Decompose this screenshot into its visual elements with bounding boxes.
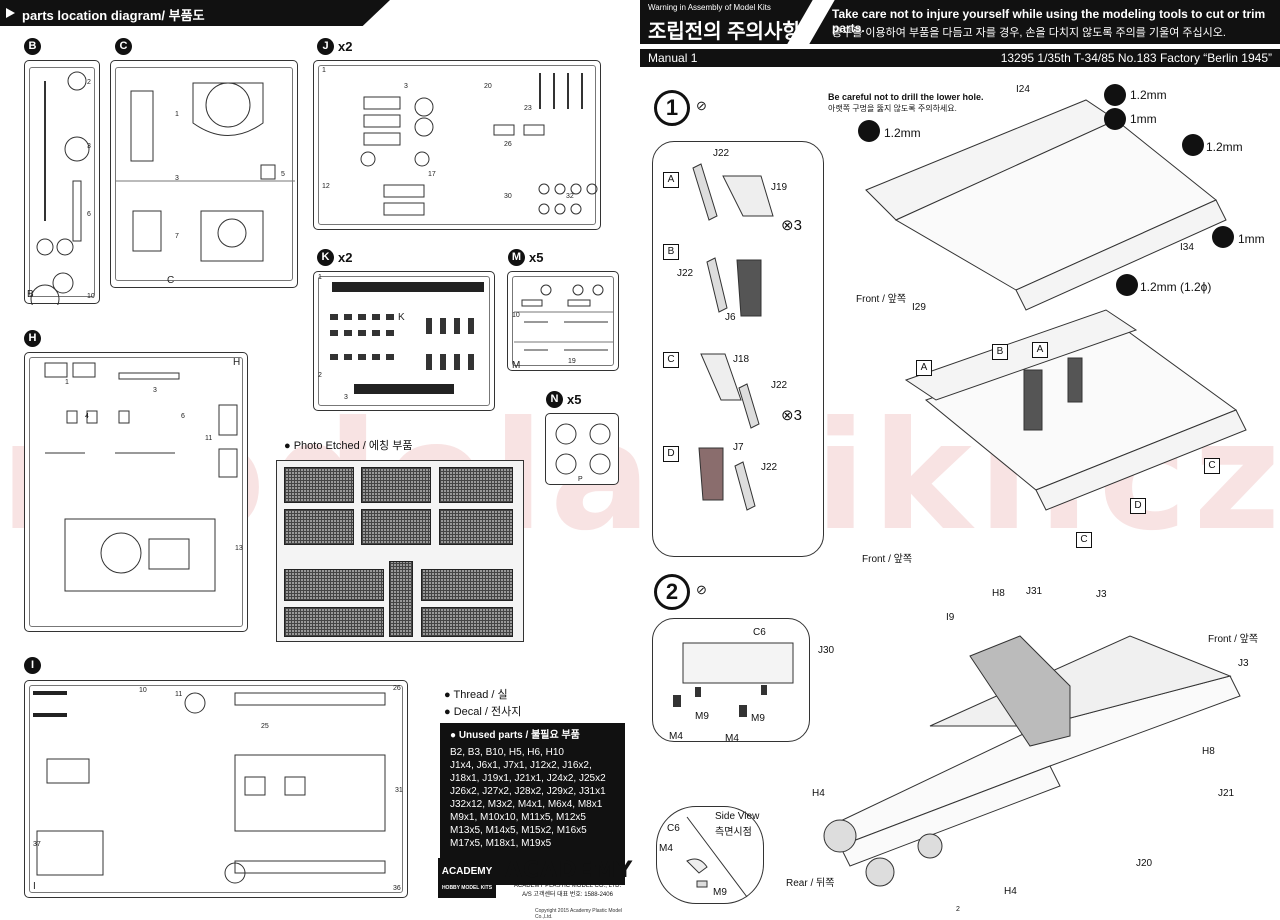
step-2-detail-panel: C6 M9 M9 M4 M4: [652, 618, 810, 744]
photo-etched-fret: [276, 460, 524, 642]
step-1-subassembly-parts: [692, 163, 774, 511]
drill-icon: [1182, 134, 1204, 156]
step-1-hull-drawing: [865, 99, 1247, 511]
photo-etched-label: ● Photo Etched / 에칭 부품: [284, 440, 413, 452]
sprue-j-parts: [360, 73, 598, 216]
sprue-i-label: I: [24, 657, 41, 674]
step-2-detail-parts: [673, 642, 794, 717]
side-view-parts: [686, 816, 748, 898]
step-2-hull-drawing: [823, 635, 1241, 887]
assembly-page: Warning in Assembly of Model Kits 조립전의 주…: [640, 0, 1280, 916]
drill-icon: [1104, 108, 1126, 130]
step-1-number: 1: [654, 90, 690, 126]
sprue-i: I 10 11 26 25 31 36 37: [24, 680, 408, 898]
sprue-m-parts: [514, 284, 614, 351]
sprue-m: 10 M 19: [507, 271, 619, 371]
sprue-h-parts: [44, 362, 238, 592]
glue-icon: ⊘: [696, 98, 707, 113]
page-number: 2: [956, 906, 960, 913]
sprue-k: 1 K 2 3: [313, 271, 495, 411]
sprue-h-label: H: [24, 330, 41, 347]
drill-icon: [1212, 226, 1234, 248]
sprue-h: H 1 3 4 6 11 13: [24, 352, 248, 632]
copyright: Copyright 2015 Academy Plastic Model Co.…: [535, 908, 622, 920]
drill-icon: [858, 120, 880, 142]
step-2-number: 2: [654, 574, 690, 610]
sprue-n: P: [545, 413, 619, 485]
parts-page: parts location diagram/ 부품도 B B 2 3 6 10…: [0, 0, 636, 920]
academy-badge: ACADEMY HOBBY MODEL KITS: [438, 858, 496, 898]
manual-bar: Manual 1 13295 1/35th T-34/85 No.183 Fac…: [640, 49, 1280, 67]
triangle-icon: [6, 8, 15, 18]
x3-mark: ⊗3: [781, 407, 802, 424]
sprue-j: 1 3 20 23 12 17 26 30 32: [313, 60, 601, 230]
glue-icon: ⊘: [696, 582, 707, 597]
x3-mark: ⊗3: [781, 217, 802, 234]
academy-logo: ACADEMY ACADEMY PLASTIC MODEL CO., LTD. …: [505, 858, 634, 898]
sprue-i-parts: [33, 691, 386, 884]
sprue-b-label: B: [24, 38, 41, 55]
sprue-b-parts: [30, 71, 90, 305]
warning-header: Warning in Assembly of Model Kits 조립전의 주…: [640, 0, 1280, 44]
parts-header-title: parts location diagram/ 부품도: [22, 8, 205, 23]
sprue-k-parts: [330, 282, 484, 394]
thread-legend: ● Thread / 실: [444, 689, 508, 701]
sprue-c-label: C: [115, 38, 132, 55]
drill-icon: [1116, 274, 1138, 296]
decal-legend: ● Decal / 전사지: [444, 706, 522, 718]
step-1-subassembly-panel: A J22 J19 ⊗3 B J22 J6 C J18 J22 ⊗3 D J7 …: [652, 141, 824, 557]
side-view-panel: Side View 측면시점 C6 M4 M9: [656, 806, 764, 904]
drill-icon: [1104, 84, 1126, 106]
sprue-c: C 1 3 5 7: [110, 60, 298, 288]
parts-header: parts location diagram/ 부품도: [0, 0, 390, 26]
sprue-c-parts: [115, 82, 295, 262]
sprue-n-parts: [555, 423, 611, 475]
sprue-b: B 2 3 6 10: [24, 60, 100, 305]
